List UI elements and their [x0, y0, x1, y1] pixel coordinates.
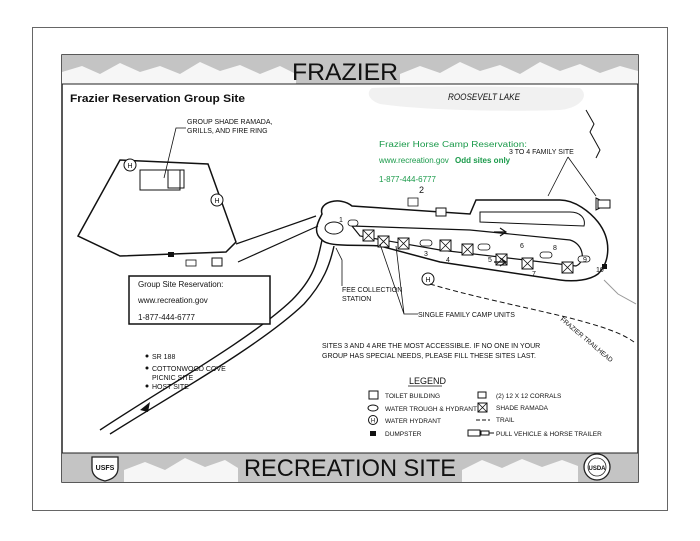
site-number: 6	[520, 243, 524, 250]
camp-loop: H	[315, 197, 611, 286]
svg-text:USFS: USFS	[96, 465, 115, 472]
camp-unit	[377, 235, 390, 248]
water-trough-icon	[367, 404, 379, 412]
site-number: 1	[339, 217, 343, 224]
trail-path	[585, 109, 601, 159]
single-units-leader	[379, 243, 418, 315]
camp-unit	[439, 239, 452, 252]
site-number: 4	[446, 257, 450, 264]
site-number: 5	[488, 257, 492, 264]
legend-item: DUMPSTER	[385, 431, 422, 438]
legend-item: TRAIL	[496, 417, 515, 424]
fee-label-1: FEE COLLECTION	[342, 287, 402, 294]
hydrant-marker: H	[425, 277, 430, 284]
fee-leader	[335, 247, 343, 286]
legend-item: PULL VEHICLE & HORSE TRAILER	[496, 431, 602, 438]
legend: LEGEND TOILET BUILDING WATER TROUGH & HY…	[367, 376, 602, 438]
toilet-icon	[368, 390, 379, 400]
page-frame	[32, 27, 668, 511]
fee-label-2: STATION	[342, 296, 371, 303]
top-banner: FRAZIER	[62, 55, 638, 86]
camp-unit	[362, 229, 375, 242]
parking-spur	[577, 255, 591, 263]
legend-item: (2) 12 X 12 CORRALS	[496, 393, 562, 400]
family-site-leader	[547, 156, 597, 197]
hydrant-marker: H	[214, 198, 219, 205]
parking-spur	[347, 219, 359, 227]
single-units-label: SINGLE FAMILY CAMP UNITS	[418, 312, 515, 319]
hydrant-marker: H	[127, 163, 132, 170]
trail-path	[429, 283, 635, 343]
map-border	[61, 54, 639, 483]
site-number: 9	[583, 257, 587, 264]
pull-through-icon	[467, 429, 494, 437]
camp-unit	[561, 261, 574, 274]
ramada-label-1: GROUP SHADE RAMADA,	[187, 119, 272, 126]
hydrant-icon	[368, 415, 378, 425]
group-site-area: H H	[76, 158, 237, 267]
legend-title: LEGEND	[409, 376, 447, 386]
legend-item: WATER HYDRANT	[385, 418, 441, 425]
site-numbers: 1 2 3 4 5 6 7 8 9 10	[339, 185, 604, 278]
trail-path	[603, 279, 637, 305]
usfs-shield-logo: USFS	[91, 456, 119, 482]
group-box-phone: 1-877-444-6777	[138, 313, 195, 322]
family-site-label: 3 TO 4 FAMILY SITE	[509, 149, 574, 156]
site-number: 3	[424, 251, 428, 258]
trailhead-label: FRAZIER TRAILHEAD	[559, 316, 614, 364]
direction-item: PICNIC SITE	[152, 375, 194, 382]
direction-item: COTTONWOOD COVE	[152, 366, 226, 373]
directions-list: SR 188 COTTONWOOD COVE PICNIC SITE HOST …	[145, 354, 226, 391]
camp-unit	[521, 257, 534, 270]
corral-icon	[477, 391, 487, 399]
group-reservation-box: Group Site Reservation: www.recreation.g…	[128, 275, 271, 325]
camp-unit	[397, 237, 410, 250]
entrance-road	[99, 215, 335, 435]
group-site-title: Frazier Reservation Group Site	[70, 93, 245, 105]
lake-label: ROOSEVELT LAKE	[448, 92, 521, 102]
bottom-banner: RECREATION SITE	[62, 452, 638, 482]
site-number: 8	[553, 245, 557, 252]
accessible-note-2: GROUP HAS SPECIAL NEEDS, PLEASE FILL THE…	[322, 353, 536, 360]
group-box-web: www.recreation.gov	[137, 296, 208, 305]
hydrant-letter: H	[371, 419, 375, 425]
parking-spur	[477, 243, 491, 251]
site-number: 7	[532, 271, 536, 278]
horse-camp-web: www.recreation.gov	[378, 156, 449, 165]
parking-spur	[419, 239, 433, 247]
dumpster-icon	[370, 431, 376, 436]
legend-item: SHADE RAMADA	[496, 405, 549, 412]
legend-item: WATER TROUGH & HYDRANT	[385, 406, 477, 413]
parking-spur	[539, 251, 553, 259]
ramada-leader	[163, 127, 186, 179]
dumpster-icon	[168, 252, 174, 257]
site-number: 10	[596, 267, 604, 274]
usda-seal-logo: USDA	[583, 453, 611, 481]
top-title: FRAZIER	[292, 59, 398, 86]
toilet-icon	[211, 257, 223, 267]
direction-item: HOST SITE	[152, 384, 189, 391]
camp-units	[347, 219, 591, 274]
direction-item: SR 188	[152, 354, 175, 361]
legend-item: TOILET BUILDING	[385, 393, 440, 400]
bottom-title: RECREATION SITE	[244, 455, 456, 482]
ramada-label-2: GRILLS, AND FIRE RING	[187, 128, 268, 135]
svg-text:USDA: USDA	[588, 466, 606, 472]
direction-arrow	[140, 402, 150, 412]
site-number: 2	[419, 185, 424, 195]
horse-camp-odd: Odd sites only	[455, 156, 511, 165]
group-box-title: Group Site Reservation:	[138, 280, 223, 289]
camp-unit	[461, 243, 474, 256]
horse-camp-phone: 1-877-444-6777	[379, 175, 436, 184]
accessible-note-1: SITES 3 AND 4 ARE THE MOST ACCESSIBLE. I…	[322, 343, 540, 350]
roosevelt-lake: ROOSEVELT LAKE	[368, 86, 584, 111]
horse-camp-title: Frazier Horse Camp Reservation:	[379, 140, 527, 149]
